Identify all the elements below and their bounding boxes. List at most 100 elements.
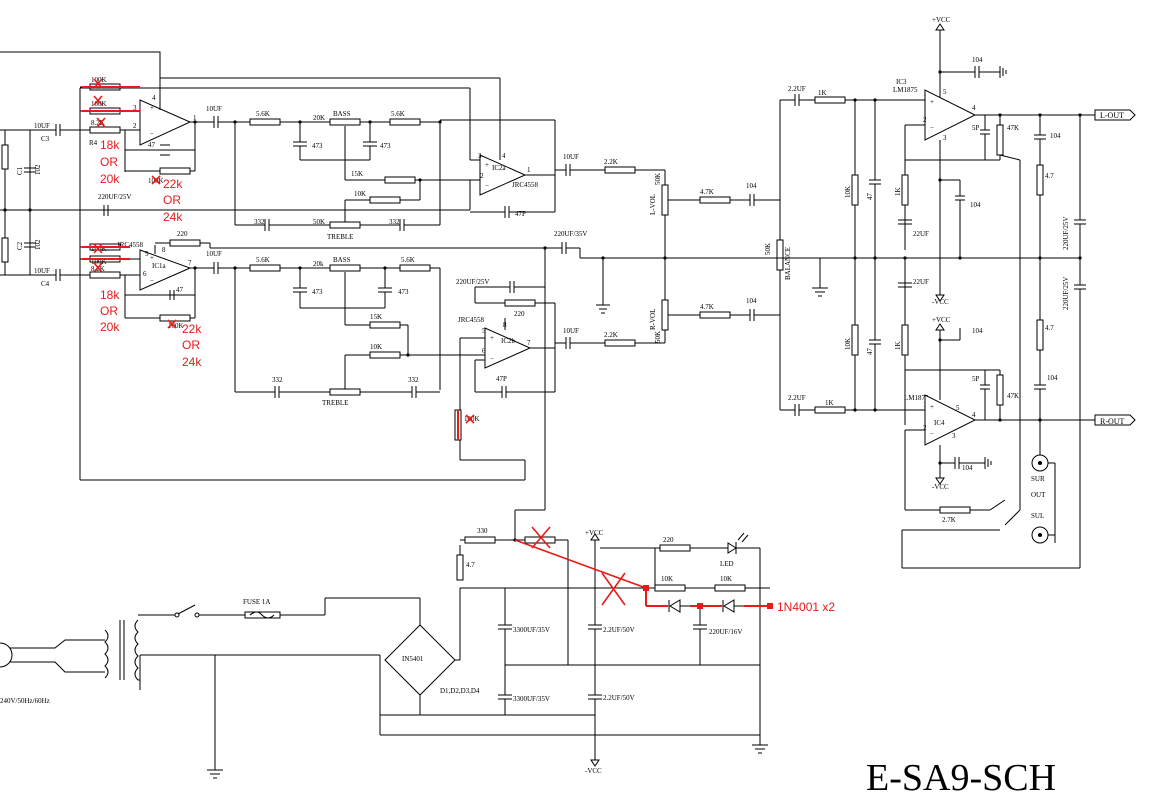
c332-c-label: 332 [272, 376, 283, 384]
c473-c-label: 473 [312, 288, 323, 296]
alt-a-line3: 20k [100, 172, 120, 186]
c220uf-d-label: 220UF/25V [1062, 217, 1070, 250]
alt-d-line2: OR [182, 338, 200, 352]
r15k-b-label: 15K [370, 313, 382, 321]
pin-8: 8 [162, 246, 166, 254]
r100k-removed-label: 100K [464, 415, 480, 423]
jrc-1a-label: JRC4558 [117, 241, 144, 249]
ic2a-pin-1: 1 [527, 166, 531, 174]
r10k-c-label: 10K [844, 186, 852, 198]
bal50k-label: 50K [764, 243, 772, 255]
alt-d-line3: 24k [182, 355, 202, 369]
r1k-c-label: 1K [894, 187, 902, 196]
c220uf-b-label: 220UF/35V [554, 230, 587, 238]
c10uf-f-label: 10UF [563, 327, 579, 335]
r15k-a-label: 15K [351, 170, 363, 178]
rout-label: R-OUT [1100, 417, 1125, 426]
vcc-psu-label: +VCC [585, 529, 604, 537]
c332-d-label: 332 [408, 376, 419, 384]
c22uf-d-label: 22UF [913, 278, 929, 286]
r27k-label: 2.7K [942, 516, 956, 524]
alt-c-line2: OR [100, 304, 118, 318]
c22uf-a-label: 2.2UF [788, 85, 806, 93]
power-amp-bottom: 2.2UF 1K 10K 47 +VCC 104 1K 5P 47K [780, 258, 1136, 569]
r47k-a-label: 4.7K [700, 188, 714, 196]
vcc-top-label: +VCC [932, 16, 951, 24]
svg-text:+: + [930, 403, 934, 411]
vcc-mid-label: +VCC [932, 316, 951, 324]
ic2b-pin-7: 7 [527, 339, 531, 347]
c332-a-label: 332 [254, 218, 265, 226]
ic4-pin-1: 1 [923, 401, 927, 409]
pin-5: 5 [145, 250, 149, 258]
drawing-title: E-SA9-SCH [866, 757, 1056, 799]
diode-note: 1N4001 x2 [777, 600, 835, 614]
svg-text:+: + [485, 161, 489, 169]
out-label: OUT [1031, 491, 1046, 499]
ic2b-pin-5: 5 [482, 327, 486, 335]
svg-text:−: − [490, 355, 494, 363]
r56k-d-label: 5.6K [401, 256, 415, 264]
c220uf16-label: 220UF/16V [709, 628, 742, 636]
lout-label: L-OUT [1100, 111, 1124, 120]
r330-label: 330 [477, 527, 488, 535]
ic2a-pin-4: 4 [502, 152, 506, 160]
r20k-a-label: 20K [313, 114, 325, 122]
c47p-b-label: 47P [496, 375, 507, 383]
r22k-a-label: 2.2K [604, 158, 618, 166]
pin-2: 2 [133, 122, 137, 130]
lm1875-bot-label: LM1875 [904, 394, 929, 402]
c5p-a-label: 5P [972, 124, 980, 132]
pin-6: 6 [143, 270, 147, 278]
bass2-label: BASS [333, 256, 351, 264]
r50k-t-label: 50K [313, 218, 325, 226]
balance-label: BALANCE [784, 247, 792, 280]
c220uf-c-label: 220UF/25V [456, 278, 489, 286]
r47k-c-label: 47K [1007, 124, 1019, 132]
c104-d-label: 104 [970, 201, 981, 209]
ic4-pin-5: 5 [956, 404, 960, 412]
nvcc-psu-label: -VCC [585, 767, 602, 775]
sul-label: SUL [1031, 512, 1044, 520]
c473-d-label: 473 [398, 288, 409, 296]
ic2a-pin-3: 3 [478, 152, 482, 160]
c47-b-label: 47 [176, 286, 184, 294]
c104-f-label: 104 [972, 327, 983, 335]
c1-label: C1 [16, 166, 24, 175]
c22uf-b-label: 2.2UF [788, 394, 806, 402]
pin-1: 1 [193, 114, 197, 122]
vol50k-b-label: 50K [654, 331, 662, 343]
ic4-pin-2: 2 [923, 424, 927, 432]
lvol-label: L-VOL [649, 194, 657, 215]
sur-label: SUR [1031, 475, 1045, 483]
c220uf-a-label: 220UF/25V [98, 193, 131, 201]
mid-caps: 220UF/35V 220UF/25V [210, 230, 665, 510]
r220-a-label: 220 [177, 230, 188, 238]
tone-bottom: 10UF 5.6K 20k BASS 5.6K 473 473 15K 10 [206, 250, 485, 407]
c104-h-label: 104 [1047, 374, 1058, 382]
ic2b-label: IC2b [501, 337, 516, 345]
alt-a-line1: 18k [100, 138, 120, 152]
r1k-d-label: 1K [894, 341, 902, 350]
c10uf-e-label: 10UF [563, 153, 579, 161]
fuse-label: FUSE 1A [243, 598, 270, 606]
c4-label: C4 [41, 280, 50, 288]
alt-b-line3: 24k [163, 210, 183, 224]
alt-c-line3: 20k [100, 320, 120, 334]
c104-b-label: 104 [746, 297, 757, 305]
c47-a-label: 47 [148, 141, 156, 149]
r47-c-label: 4.7 [466, 561, 475, 569]
power-amp-top: 2.2UF 1K 10K 47 +VCC 104 IC3 LM1875 5 + … [780, 16, 1136, 510]
ic2b: + − JRC4558 IC2b 5 8 6 7 220 47P 10UF 2.… [454, 299, 665, 460]
alt-c-line1: 18k [100, 288, 120, 302]
r47-b-label: 4.7 [1045, 324, 1054, 332]
ic3-pin-1: 1 [923, 94, 927, 102]
c47p-a-label: 47P [515, 210, 526, 218]
c104-g-label: 104 [962, 464, 973, 472]
r47k-b-label: 4.7K [700, 303, 714, 311]
ic3-pin-3: 3 [943, 134, 947, 142]
c3-value: 10UF [34, 122, 50, 130]
r10k-a-label: 10K [354, 190, 366, 198]
c473-a-label: 473 [312, 142, 323, 150]
ic3-pin-5: 5 [943, 88, 947, 96]
